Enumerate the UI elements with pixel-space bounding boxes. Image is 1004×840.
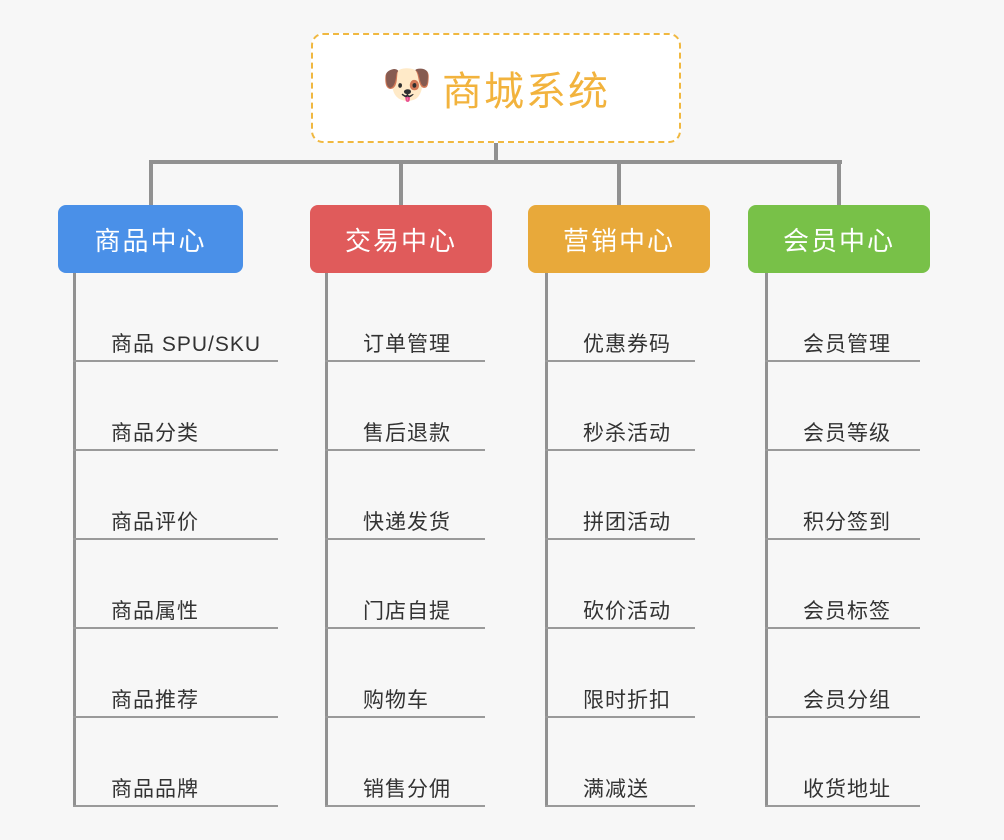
leaf-label: 砍价活动 bbox=[583, 599, 671, 623]
leaf-label: 限时折扣 bbox=[583, 688, 671, 712]
leaf-label: 优惠券码 bbox=[583, 332, 671, 356]
category-box-marketing-center[interactable]: 营销中心 bbox=[528, 205, 710, 273]
leaf-item[interactable]: 积分签到 bbox=[765, 451, 920, 540]
leaf-label: 会员标签 bbox=[803, 599, 891, 623]
leaf-item[interactable]: 砍价活动 bbox=[545, 540, 695, 629]
leaf-item[interactable]: 收货地址 bbox=[765, 718, 920, 807]
leaf-item[interactable]: 购物车 bbox=[325, 629, 485, 718]
horizontal-bus-connector bbox=[150, 160, 842, 164]
category-label: 会员中心 bbox=[782, 225, 895, 256]
leaf-label: 商品分类 bbox=[111, 421, 199, 445]
leaf-item[interactable]: 商品分类 bbox=[73, 362, 278, 451]
category-label: 营销中心 bbox=[562, 225, 675, 256]
leaf-item[interactable]: 会员分组 bbox=[765, 629, 920, 718]
leaf-item[interactable]: 快递发货 bbox=[325, 451, 485, 540]
leaf-item[interactable]: 满减送 bbox=[545, 718, 695, 807]
leaf-label: 满减送 bbox=[583, 777, 649, 801]
leaf-item[interactable]: 优惠券码 bbox=[545, 273, 695, 362]
category-label: 商品中心 bbox=[94, 225, 207, 256]
leaf-column-marketing-center: 优惠券码秒杀活动拼团活动砍价活动限时折扣满减送 bbox=[545, 273, 695, 807]
leaf-label: 商品品牌 bbox=[111, 777, 199, 801]
leaf-item[interactable]: 商品品牌 bbox=[73, 718, 278, 807]
leaf-column-trade-center: 订单管理售后退款快递发货门店自提购物车销售分佣 bbox=[325, 273, 485, 807]
shiba-dog-face-icon: 🐶 bbox=[382, 63, 432, 107]
category-box-member-center[interactable]: 会员中心 bbox=[748, 205, 930, 273]
leaf-item[interactable]: 秒杀活动 bbox=[545, 362, 695, 451]
leaf-item[interactable]: 门店自提 bbox=[325, 540, 485, 629]
leaf-label: 购物车 bbox=[363, 688, 429, 712]
leaf-item[interactable]: 订单管理 bbox=[325, 273, 485, 362]
leaf-label: 商品推荐 bbox=[111, 688, 199, 712]
leaf-label: 会员分组 bbox=[803, 688, 891, 712]
leaf-label: 收货地址 bbox=[803, 777, 891, 801]
leaf-item[interactable]: 会员标签 bbox=[765, 540, 920, 629]
leaf-item[interactable]: 售后退款 bbox=[325, 362, 485, 451]
leaf-label: 秒杀活动 bbox=[583, 421, 671, 445]
leaf-item[interactable]: 拼团活动 bbox=[545, 451, 695, 540]
leaf-item[interactable]: 会员管理 bbox=[765, 273, 920, 362]
leaf-label: 商品评价 bbox=[111, 510, 199, 534]
root-node-商城系统[interactable]: 🐶 商城系统 bbox=[311, 33, 681, 143]
leaf-label: 商品属性 bbox=[111, 599, 199, 623]
root-stem-connector bbox=[494, 143, 498, 163]
leaf-label: 拼团活动 bbox=[583, 510, 671, 534]
drop-connector-marketing-center bbox=[617, 160, 621, 205]
trunk-line-member-center bbox=[765, 273, 768, 807]
drop-connector-trade-center bbox=[399, 160, 403, 205]
trunk-line-trade-center bbox=[325, 273, 328, 807]
leaf-label: 门店自提 bbox=[363, 599, 451, 623]
leaf-label: 售后退款 bbox=[363, 421, 451, 445]
leaf-label: 订单管理 bbox=[363, 332, 451, 356]
leaf-column-product-center: 商品 SPU/SKU 商品分类商品评价商品属性商品推荐商品品牌 bbox=[73, 273, 278, 807]
leaf-item[interactable]: 会员等级 bbox=[765, 362, 920, 451]
leaf-label: 快递发货 bbox=[363, 510, 451, 534]
drop-connector-product-center bbox=[148, 160, 153, 205]
trunk-line-product-center bbox=[73, 273, 76, 807]
leaf-item[interactable]: 商品评价 bbox=[73, 451, 278, 540]
leaf-label: 商品 SPU/SKU bbox=[111, 332, 262, 356]
leaf-column-member-center: 会员管理会员等级积分签到会员标签会员分组收货地址 bbox=[765, 273, 920, 807]
category-label: 交易中心 bbox=[344, 225, 457, 256]
leaf-item[interactable]: 限时折扣 bbox=[545, 629, 695, 718]
drop-connector-member-center bbox=[837, 160, 841, 205]
leaf-label: 积分签到 bbox=[803, 510, 891, 534]
category-box-trade-center[interactable]: 交易中心 bbox=[310, 205, 492, 273]
category-box-product-center[interactable]: 商品中心 bbox=[58, 205, 243, 273]
leaf-item[interactable]: 商品属性 bbox=[73, 540, 278, 629]
leaf-item[interactable]: 商品 SPU/SKU bbox=[73, 273, 278, 362]
leaf-label: 会员等级 bbox=[803, 421, 891, 445]
leaf-item[interactable]: 商品推荐 bbox=[73, 629, 278, 718]
leaf-label: 会员管理 bbox=[803, 332, 891, 356]
leaf-item[interactable]: 销售分佣 bbox=[325, 718, 485, 807]
trunk-line-marketing-center bbox=[545, 273, 548, 807]
leaf-label: 销售分佣 bbox=[363, 777, 451, 801]
root-node-label: 商城系统 bbox=[442, 70, 610, 114]
